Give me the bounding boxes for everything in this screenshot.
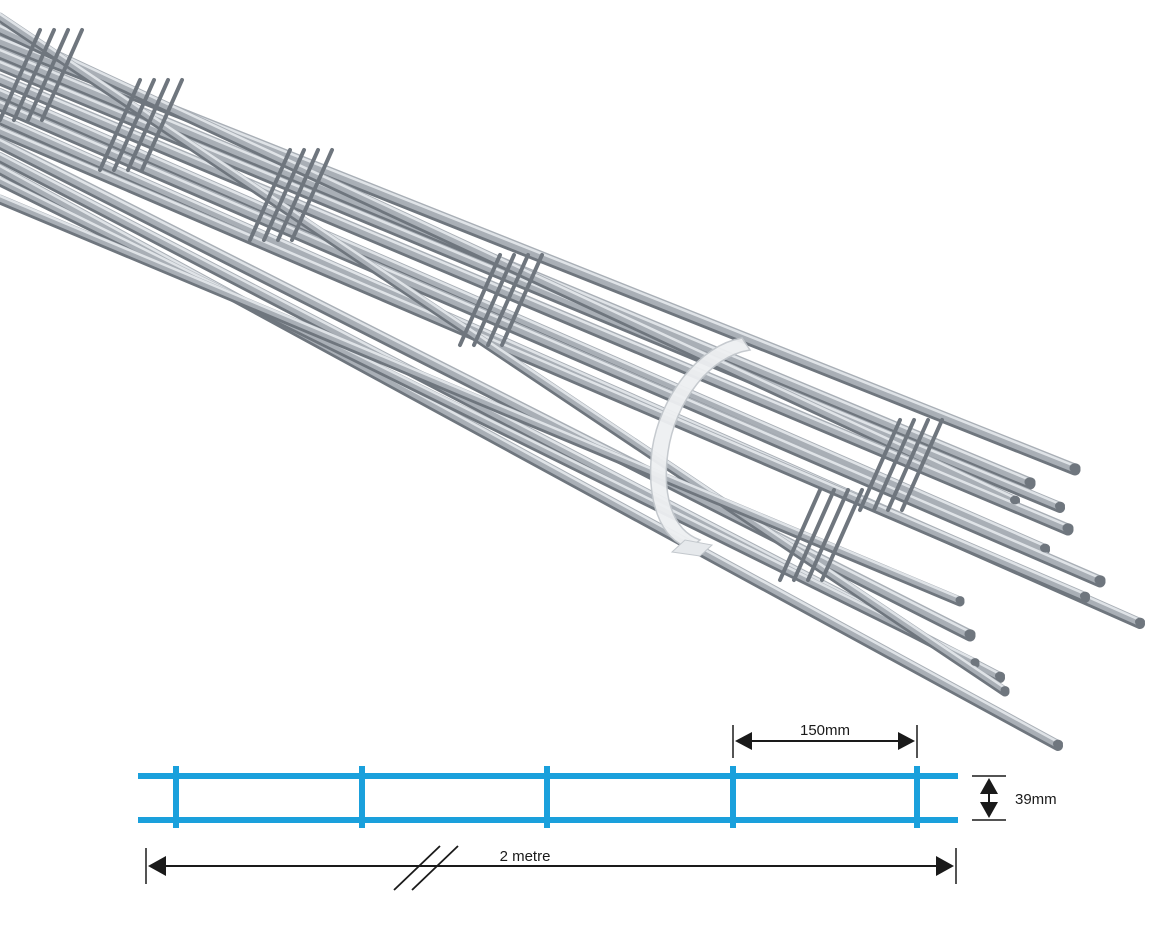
arrowhead-up [980,778,998,794]
mesh-bundle-photo [0,12,1145,751]
spacing-dimension: 150mm [732,722,918,758]
break-mark [393,845,441,891]
arrowhead-down [980,802,998,818]
width-label: 39mm [1015,791,1057,808]
width-dimension: 39mm [972,775,1057,821]
spacing-label: 150mm [800,722,850,739]
arrowhead-left [148,856,166,876]
mesh-schematic [138,766,958,828]
dimension-diagram: 150mm 39mm 2 metre [138,722,1057,891]
bundle-strap [649,337,752,557]
break-mark [411,845,459,891]
arrowhead-right [898,732,915,750]
arrowhead-left [735,732,752,750]
cross-wires [0,28,944,582]
length-label: 2 metre [500,848,551,865]
length-dimension: 2 metre [145,845,957,891]
arrowhead-right [936,856,954,876]
rod-ends [955,463,1145,749]
